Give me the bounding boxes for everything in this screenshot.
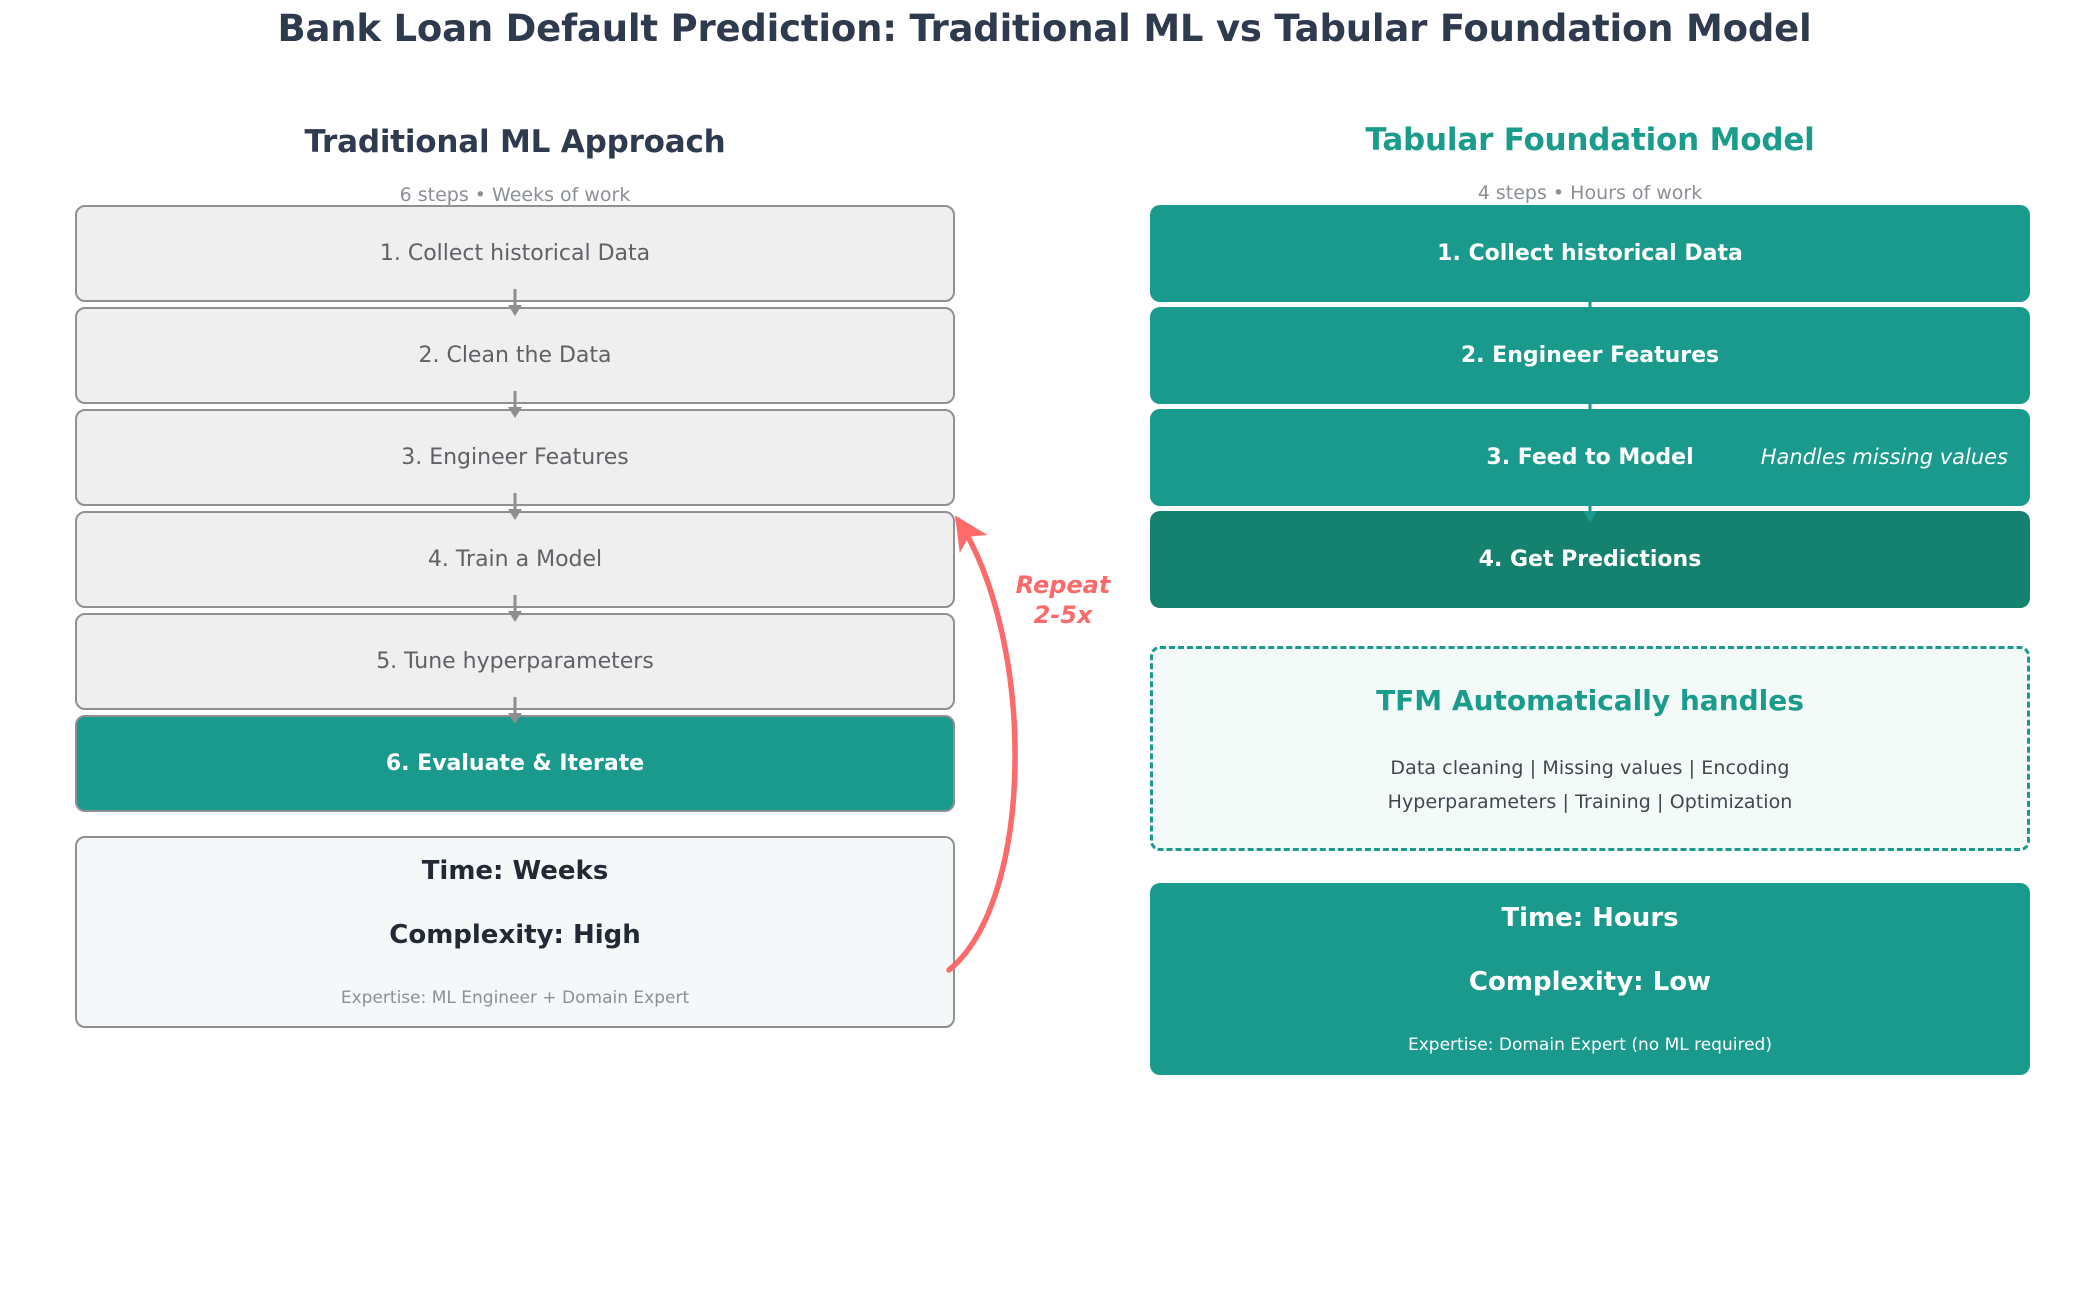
arrow-down-icon [508,493,522,521]
right-step-1-label: 1. Collect historical Data [1437,241,1743,266]
page-title: Bank Loan Default Prediction: Traditiona… [277,7,1812,50]
left-column-header: Traditional ML Approach 6 steps • Weeks … [75,110,955,206]
right-step-2[interactable]: 2. Engineer Features [1150,307,2030,420]
arrow-down-icon [508,595,522,623]
repeat-annotation: Repeat 2-5x [940,480,1180,1000]
right-step-2-label: 2. Engineer Features [1460,343,1720,368]
left-step-4-label: 4. Train a Model [427,547,603,572]
left-step-2[interactable]: 2. Clean the Data [75,307,955,418]
right-column-header: Tabular Foundation Model 4 steps • Hours… [1150,110,2030,204]
left-step-3[interactable]: 3. Engineer Features [75,409,955,520]
left-step-6[interactable]: 6. Evaluate & Iterate [75,715,955,812]
arrow-down-icon [508,697,522,725]
repeat-label-line2: 2-5x [1033,601,1093,629]
right-summary-expertise: Expertise: Domain Expert (no ML required… [1408,1035,1772,1055]
arrow-down-icon [508,391,522,419]
repeat-label: Repeat 2-5x [998,570,1128,630]
right-summary-complexity: Complexity: Low [1468,967,1712,997]
repeat-label-line1: Repeat [1015,571,1111,599]
left-summary-time: Time: Weeks [421,856,609,886]
left-summary-complexity: Complexity: High [389,920,641,950]
right-summary-time: Time: Hours [1501,903,1679,933]
right-step-3-note: Handles missing values [1760,444,2008,469]
left-step-1[interactable]: 1. Collect historical Data [75,205,955,316]
right-step-4-label: 4. Get Predictions [1478,547,1702,572]
right-step-3[interactable]: 3. Feed to Model Handles missing values [1150,409,2030,522]
repeat-curved-arrow-icon [946,515,1018,973]
left-summary-expertise: Expertise: ML Engineer + Domain Expert [340,988,690,1008]
right-step-3-label: 3. Feed to Model [1486,445,1694,470]
arrow-down-icon [1583,291,1597,319]
left-step-4[interactable]: 4. Train a Model [75,511,955,622]
tfm-panel-line-2: Hyperparameters | Training | Optimizatio… [1387,791,1793,813]
left-step-2-label: 2. Clean the Data [418,343,612,368]
tfm-capabilities-panel: TFM Automatically handles Data cleaning … [1150,646,2030,851]
right-column-heading: Tabular Foundation Model [1365,122,1815,158]
arrow-down-icon [508,289,522,317]
left-column-heading: Traditional ML Approach [304,124,726,160]
right-summary-card: Time: Hours Complexity: Low Expertise: D… [1150,883,2030,1075]
right-step-flow: 1. Collect historical Data 2. Engineer F… [1150,205,2030,1075]
left-step-flow: 1. Collect historical Data 2. Clean the … [75,205,955,1028]
left-summary-card: Time: Weeks Complexity: High Expertise: … [75,836,955,1028]
left-step-5[interactable]: 5. Tune hyperparameters [75,613,955,724]
arrow-down-icon [1583,393,1597,421]
left-step-1-label: 1. Collect historical Data [379,241,651,266]
left-step-5-label: 5. Tune hyperparameters [376,649,654,674]
arrow-down-icon [1583,495,1597,523]
left-column-subtitle: 6 steps • Weeks of work [399,184,631,206]
tfm-panel-line-1: Data cleaning | Missing values | Encodin… [1390,757,1790,779]
left-step-3-label: 3. Engineer Features [401,445,629,470]
right-step-1[interactable]: 1. Collect historical Data [1150,205,2030,318]
tfm-panel-title: TFM Automatically handles [1376,684,1804,717]
right-column-subtitle: 4 steps • Hours of work [1477,182,1703,204]
right-step-4[interactable]: 4. Get Predictions [1150,511,2030,608]
left-step-6-label: 6. Evaluate & Iterate [385,751,645,776]
